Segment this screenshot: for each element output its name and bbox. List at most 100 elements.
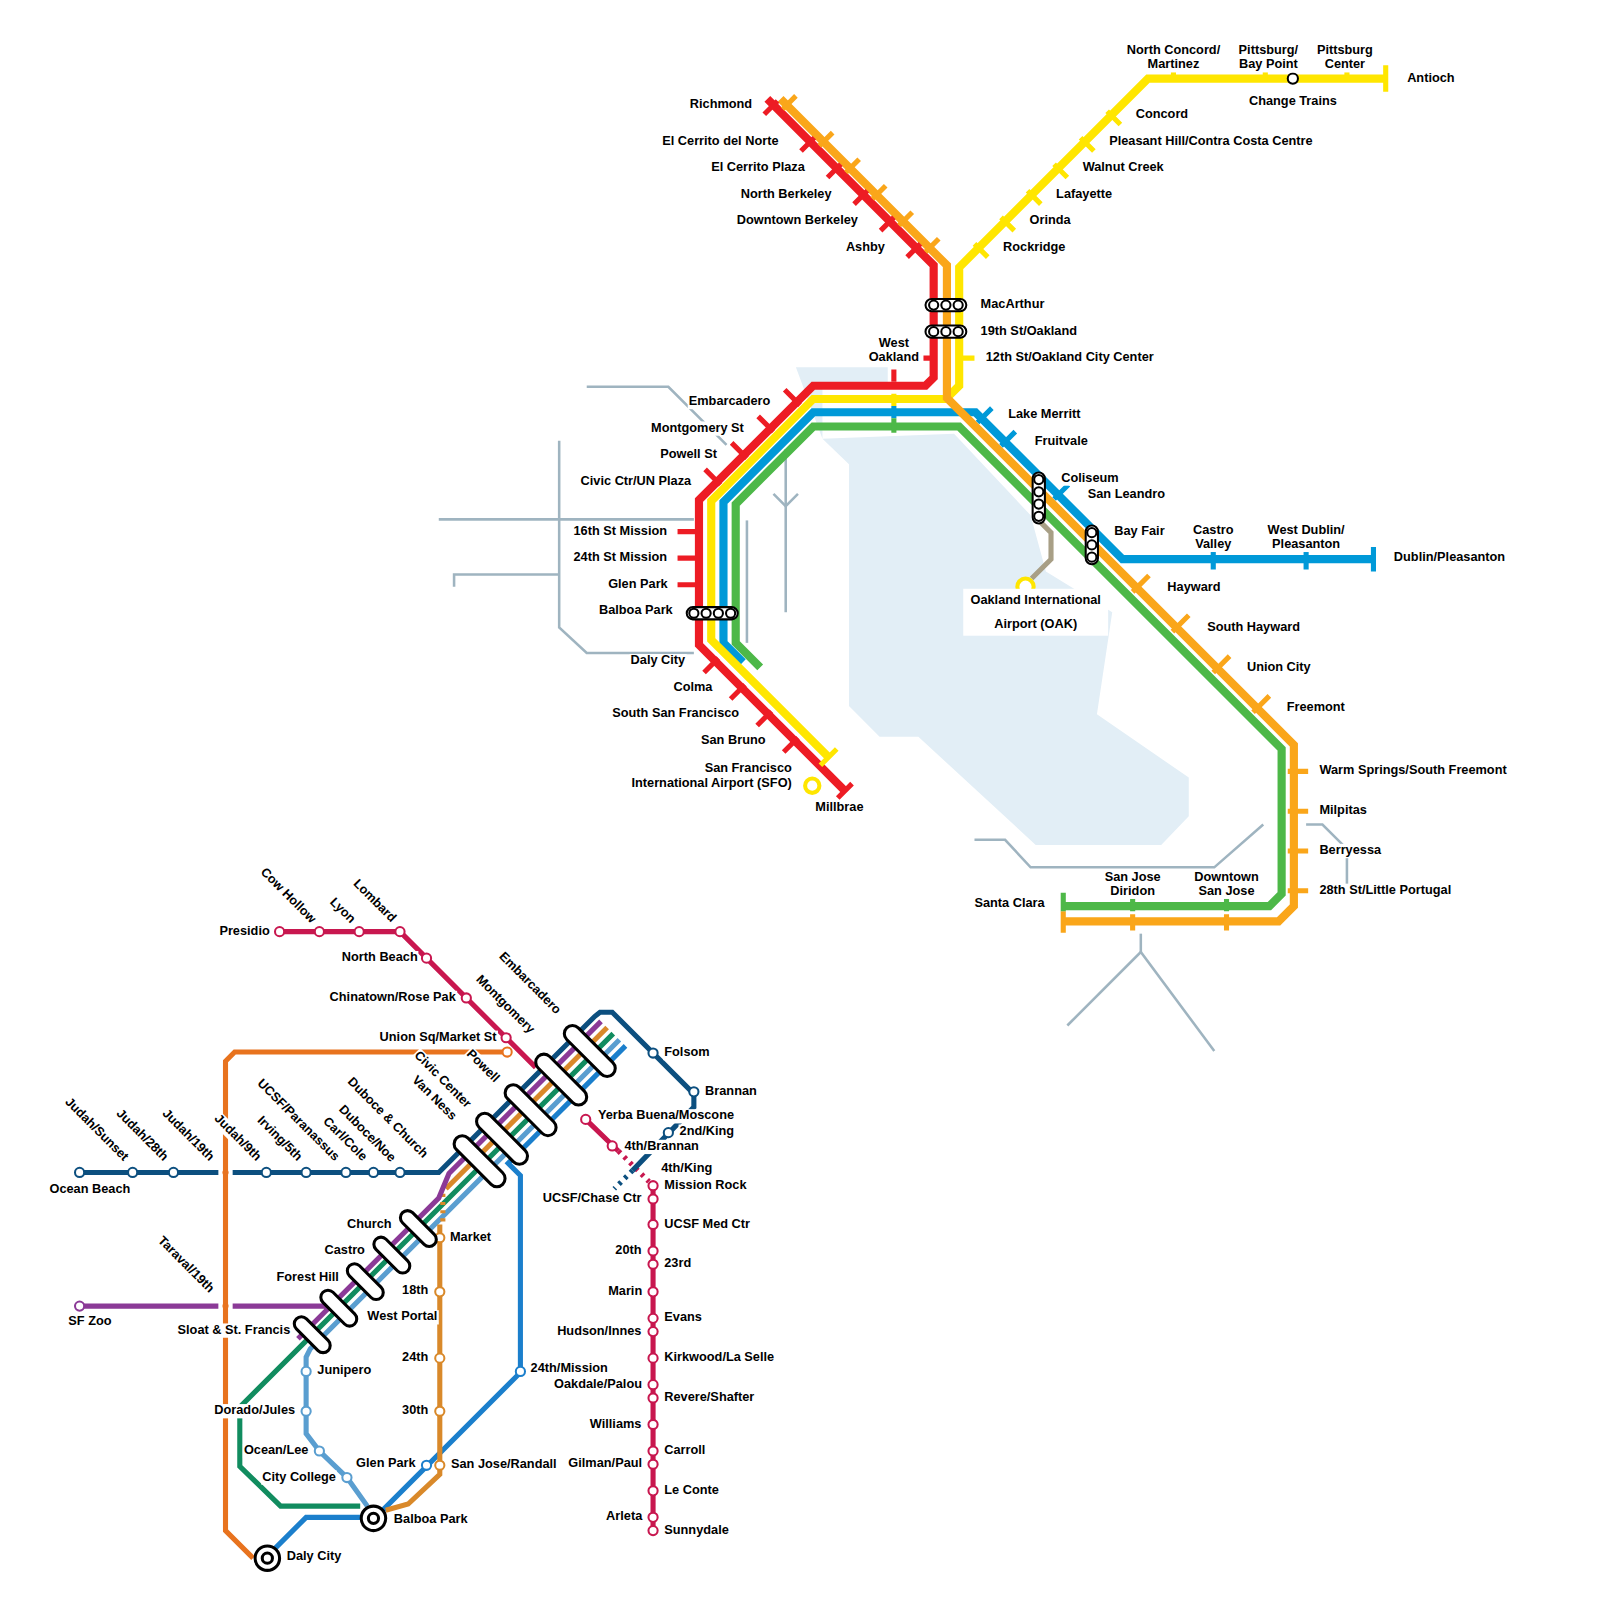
station-label: West Portal xyxy=(366,1310,438,1324)
station-label: Milpitas xyxy=(1318,804,1368,818)
muni-stations xyxy=(395,927,404,936)
bart-transfer-markers xyxy=(926,299,967,311)
station-label: San Jose Diridon xyxy=(1099,870,1166,898)
station-label: Sloat & St. Francis xyxy=(177,1323,292,1337)
bart-station-ticks xyxy=(783,96,1309,933)
muni-stations xyxy=(648,1181,657,1190)
station-label: Hayward xyxy=(1166,581,1221,595)
station-label: 24th St Mission xyxy=(572,551,668,565)
station-label: Concord xyxy=(1135,108,1189,122)
station-label: Sunnydale xyxy=(663,1523,730,1537)
muni-stations xyxy=(516,1367,525,1376)
station-label: Ocean Beach xyxy=(48,1183,131,1197)
station-label: 12th St/Oakland City Center xyxy=(985,351,1155,365)
station-label: Berryessa xyxy=(1318,844,1382,858)
bart-transfer-markers xyxy=(926,326,967,338)
station-label: 20th xyxy=(614,1244,642,1258)
muni-stations xyxy=(648,1246,657,1255)
station-label: Glen Park xyxy=(607,578,669,592)
muni-crossing-dots xyxy=(222,1169,228,1175)
bart-transfer-markers xyxy=(1034,499,1043,508)
bart-transfer-markers xyxy=(689,609,698,618)
station-label: West Oakland xyxy=(864,337,923,365)
station-label: 16th St Mission xyxy=(572,524,668,538)
road-lines xyxy=(974,824,1263,867)
station-label: Orinda xyxy=(1029,214,1072,228)
station-label: Evans xyxy=(663,1311,703,1325)
muni-stations xyxy=(502,1033,511,1042)
station-label: Chinatown/Rose Pak xyxy=(329,991,457,1005)
muni-stations xyxy=(648,1393,657,1402)
muni-stations xyxy=(75,927,698,1535)
road-lines xyxy=(1067,952,1214,1051)
muni-stations xyxy=(275,927,658,1535)
muni-terminal-rings xyxy=(262,1553,272,1563)
station-label: Civic Ctr/UN Plaza xyxy=(580,474,693,488)
muni-subway-stations xyxy=(561,1022,619,1080)
station-label: Pittsburg Center xyxy=(1311,44,1378,72)
station-label: Richmond xyxy=(689,98,753,112)
station-label: UCSF Med Ctr xyxy=(663,1217,751,1231)
station-label: Folsom xyxy=(663,1046,710,1060)
muni-stations xyxy=(435,1354,444,1363)
bart-transfer-markers xyxy=(726,609,735,618)
road-lines xyxy=(746,520,749,642)
muni-stations xyxy=(75,1168,84,1177)
station-label: 19th St/Oakland xyxy=(980,324,1078,338)
station-label: Castro Valley xyxy=(1187,523,1240,551)
station-label: Cow Hollow xyxy=(257,865,319,927)
bart-station-ticks xyxy=(894,406,1374,571)
muni-stations xyxy=(648,1220,657,1229)
station-label: Colma xyxy=(672,681,713,695)
station-label: 4th/King xyxy=(660,1162,713,1176)
road-lines xyxy=(439,387,1347,1051)
station-label: North Concord/ Martinez xyxy=(1119,44,1227,72)
muni-stations xyxy=(262,1168,271,1177)
muni-stations xyxy=(169,1168,178,1177)
station-label: Freemont xyxy=(1286,701,1346,715)
muni-subway-stations xyxy=(344,1261,386,1303)
muni-subway-stations xyxy=(291,1022,618,1355)
station-label: Dorado/Jules xyxy=(213,1404,296,1418)
station-label: Le Conte xyxy=(663,1484,720,1498)
muni-stations xyxy=(648,1446,657,1455)
bart-transfer-markers xyxy=(954,301,963,310)
bart-transfer-markers xyxy=(1087,553,1096,562)
airport-connector xyxy=(1032,520,1051,578)
station-label: Castro xyxy=(323,1244,365,1258)
station-label: Millbrae xyxy=(814,801,864,815)
bart-lines xyxy=(711,79,1385,758)
bart-lines xyxy=(736,427,1282,907)
muni-stations xyxy=(315,927,324,936)
muni-stations xyxy=(355,927,364,936)
road-lines xyxy=(454,574,559,586)
station-label: Ashby xyxy=(845,241,886,255)
station-label: Dublin/Pleasanton xyxy=(1393,551,1506,565)
muni-stations xyxy=(369,1168,378,1177)
station-label: North Beach xyxy=(341,951,419,965)
station-label: Rockridge xyxy=(1002,241,1066,255)
muni-stations xyxy=(302,1367,352,1482)
station-label: El Cerrito del Norte xyxy=(661,135,779,149)
muni-stations xyxy=(302,1168,311,1177)
station-label: Powell xyxy=(463,1047,503,1087)
station-label: Lafayette xyxy=(1055,188,1113,202)
station-label: Oakland International Airport (OAK) xyxy=(963,589,1108,636)
station-label: Powell St xyxy=(659,448,718,462)
muni-stations xyxy=(315,1446,324,1455)
muni-subway-stations xyxy=(532,1051,590,1109)
station-label: Church xyxy=(346,1217,393,1231)
muni-subway-stations xyxy=(397,1208,439,1250)
muni-stations xyxy=(648,1260,657,1269)
muni-lines xyxy=(306,1040,619,1506)
road-lines xyxy=(773,494,797,506)
muni-stations xyxy=(435,1233,444,1470)
station-label: El Cerrito Plaza xyxy=(710,161,806,175)
bart-station-ticks xyxy=(894,418,1227,911)
station-label: City College xyxy=(261,1470,337,1484)
station-label: 23rd xyxy=(663,1257,692,1271)
bart-transfer-markers xyxy=(687,73,1298,619)
station-label: Market xyxy=(449,1231,492,1245)
airport-connector xyxy=(805,779,819,793)
